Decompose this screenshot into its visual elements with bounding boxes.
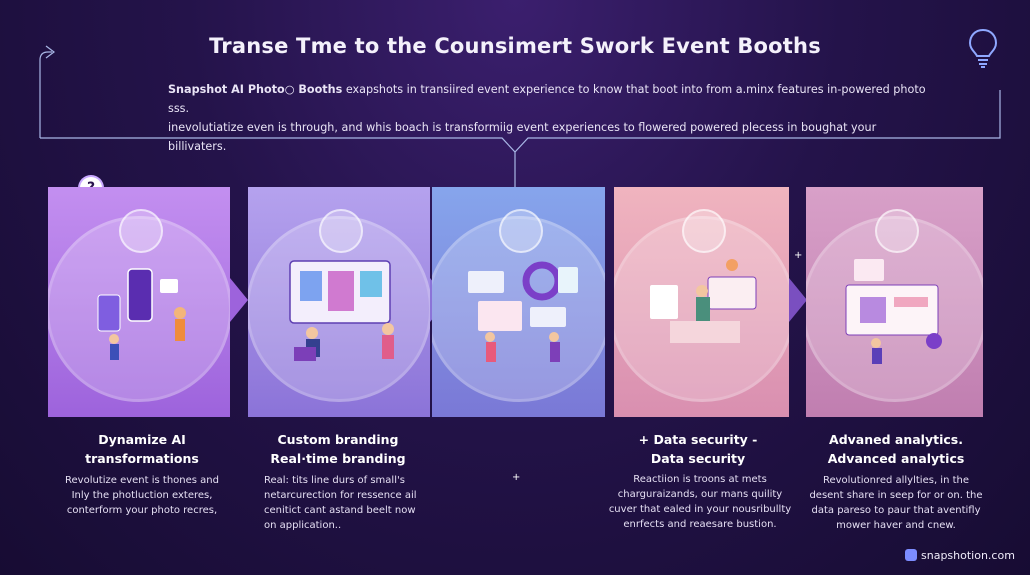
arrow-1 (230, 278, 248, 322)
fingerprint-icon (319, 209, 363, 253)
step-2-body-line-3: cenitict cant astand beelt now (264, 505, 416, 516)
step-caption-4: Reactiion is troons at mets charguraizan… (590, 467, 810, 532)
anchor-icon (498, 209, 543, 253)
intro-bold: Snapshot AI Photo○ Booths (168, 83, 343, 96)
step-panel-4 (614, 187, 789, 417)
step-caption-2: Custom branding Real·time branding Real:… (228, 430, 448, 533)
step-1-illustration (97, 268, 186, 360)
step-3-illustration (468, 261, 578, 362)
step-1-body-line-3: conterform your photo recres, (66, 505, 218, 516)
step-2-body-line-4: on application.. (264, 520, 342, 531)
step-4-body-line-3: cuver that ealed in your nousribullty (608, 504, 792, 515)
intro-line-1: exapshots in transiіred event experience… (168, 83, 926, 115)
step-5-body-line-3: data pareso to paur that aventifly (811, 505, 981, 516)
step-panel-2 (248, 187, 430, 417)
brand-logo-icon (905, 549, 917, 561)
step-2-title-line-2: Real·time branding (270, 451, 406, 466)
sparkle-2: + (794, 250, 803, 261)
footer-brand[interactable]: snapshotion.com (905, 549, 1015, 562)
step-panel-3 (432, 187, 605, 417)
step-4-illustration (650, 259, 757, 343)
step-5-body-line-2: desent share in seep for or on. the (809, 490, 983, 501)
step-4-body-line-1: Reactiion is troons at mets (633, 474, 767, 485)
envelope-icon (874, 209, 919, 253)
step-2-title-line-1: Custom branding (277, 432, 399, 447)
step-2-body-line-1: Real: tits line durs of small's (264, 475, 405, 486)
step-caption-5: Advaned analytics. Advanced analytics Re… (786, 430, 1006, 533)
step-5-illustration (845, 259, 942, 364)
intro-line-2: inevolutiatize even is through, and whis… (168, 121, 877, 153)
books-icon (681, 209, 726, 253)
step-5-title-line-1: Advaned analytics. (829, 432, 963, 447)
lightbulb-icon (968, 28, 998, 68)
step-panel-5 (806, 187, 983, 417)
step-5-body-line-1: Revolutionred allylties, in the (822, 475, 970, 486)
arrow-4 (789, 278, 807, 322)
step-2-body-line-2: netarcurection for ressence ail (264, 490, 417, 501)
step-3-title-line-2: Data security (650, 451, 746, 466)
step-2-illustration (289, 260, 394, 361)
step-3-title-line-1: + Data security - (638, 432, 758, 447)
step-1-title-line-1: Dynamize AI (98, 432, 186, 447)
step-caption-1: Dynamize AI transformations Revolutize e… (32, 430, 252, 518)
page-title: Transe Tme to the Counsimert Swork Event… (209, 34, 821, 58)
step-1-title-line-2: transformations (85, 451, 199, 466)
step-4-body-line-2: charguraizands, our mans quility (617, 489, 783, 500)
footer-brand-text: snapshotion.com (921, 549, 1015, 562)
photo-gallery-icon (119, 209, 163, 253)
step-caption-3: + Data security - Data security (588, 430, 808, 468)
step-panel-1 (48, 187, 230, 417)
step-5-body-line-4: mower haver and cnew. (836, 520, 956, 531)
step-4-body-line-4: enrfects and reaesare bustion. (623, 519, 777, 530)
step-1-body-line-1: Revolutize event is thones and (65, 475, 219, 486)
step-5-title-line-2: Advanced analytics (827, 451, 965, 466)
intro-paragraph: Snapshot AI Photo○ Booths exapshots in t… (168, 80, 928, 156)
sparkle-1: + (512, 472, 521, 483)
step-1-body-line-2: Inly the photluction exteres, (71, 490, 213, 501)
